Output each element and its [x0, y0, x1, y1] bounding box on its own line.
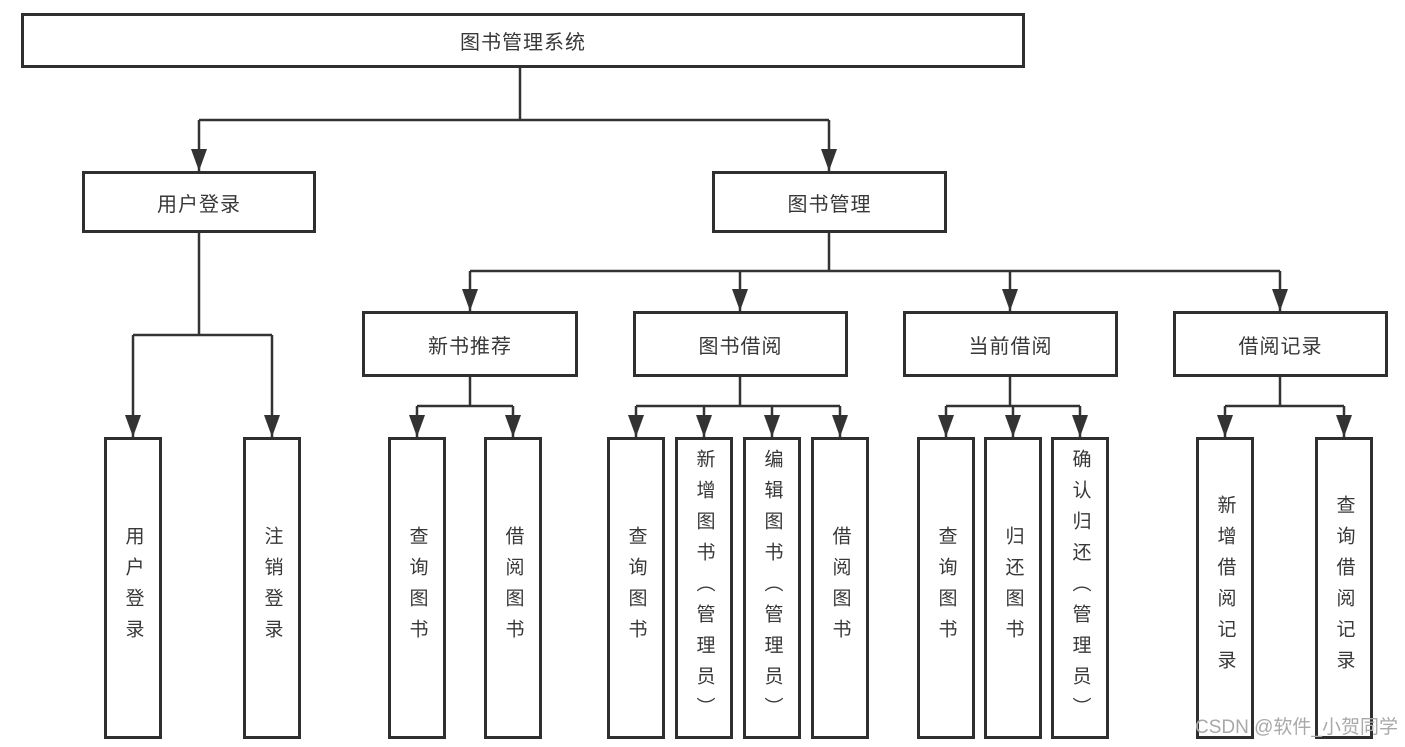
leaf-current-return-books: 归还图书 — [984, 437, 1042, 739]
leaf-records-add-borrow-record: 新增借阅记录 — [1196, 437, 1254, 739]
node-book-management: 图书管理 — [712, 171, 947, 233]
leaf-borrow-search-books: 查询图书 — [607, 437, 665, 739]
node-user-login: 用户登录 — [82, 171, 316, 233]
leaf-user-login: 用户登录 — [104, 437, 162, 739]
csdn-watermark: CSDN @软件_小贺同学 — [1195, 717, 1398, 738]
leaf-borrow-edit-books-admin: 编辑图书（管理员） — [743, 437, 801, 739]
node-book-borrowing: 图书借阅 — [633, 311, 848, 377]
node-library-management-system: 图书管理系统 — [21, 13, 1025, 68]
node-new-book-recommend: 新书推荐 — [362, 311, 578, 377]
leaf-newrec-borrow-books: 借阅图书 — [484, 437, 542, 739]
leaf-borrow-add-books-admin: 新增图书（管理员） — [675, 437, 733, 739]
leaf-current-confirm-return-admin: 确认归还（管理员） — [1051, 437, 1109, 739]
leaf-borrow-borrow-books: 借阅图书 — [811, 437, 869, 739]
node-borrowing-records: 借阅记录 — [1173, 311, 1388, 377]
leaf-current-search-books: 查询图书 — [917, 437, 975, 739]
leaf-newrec-search-books: 查询图书 — [388, 437, 446, 739]
leaf-logout-login: 注销登录 — [243, 437, 301, 739]
leaf-records-search-borrow-record: 查询借阅记录 — [1315, 437, 1373, 739]
node-current-borrowing: 当前借阅 — [903, 311, 1118, 377]
